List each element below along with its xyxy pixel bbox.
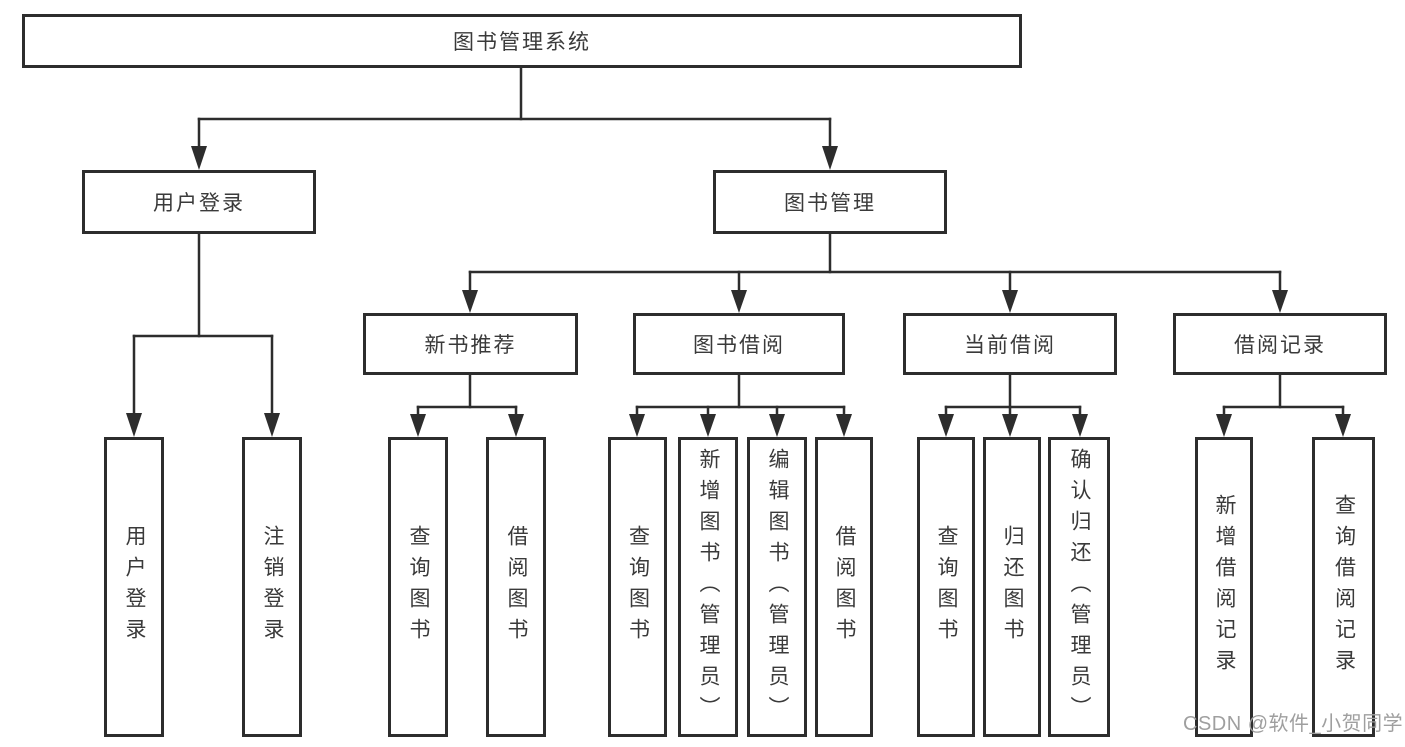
node-label: 新书推荐 [424, 334, 517, 357]
node-new-book-recommend: 新书推荐 [363, 313, 578, 375]
node-user-login: 用户登录 [82, 170, 316, 234]
node-label: 查询图书 [407, 525, 430, 649]
node-label: 新增图书（管理员） [697, 447, 720, 727]
leaf-return-books: 归还图书 [983, 437, 1041, 737]
leaf-borrow-books: 借阅图书 [815, 437, 873, 737]
leaf-borrow-books-recommend: 借阅图书 [486, 437, 546, 737]
leaf-query-books-borrow: 查询图书 [608, 437, 667, 737]
leaf-edit-books-admin: 编辑图书（管理员） [747, 437, 807, 737]
node-label: 归还图书 [1001, 525, 1024, 649]
leaf-confirm-return-admin: 确认归还（管理员） [1048, 437, 1110, 737]
node-label: 图书管理 [784, 192, 876, 215]
leaf-user-login: 用户登录 [104, 437, 164, 737]
node-book-borrow: 图书借阅 [633, 313, 845, 375]
node-book-management: 图书管理 [713, 170, 947, 234]
leaf-query-books-recommend: 查询图书 [388, 437, 448, 737]
node-label: 查询借阅记录 [1332, 494, 1356, 680]
node-label: 图书管理系统 [453, 31, 591, 54]
leaf-query-borrow-record: 查询借阅记录 [1312, 437, 1375, 737]
node-label: 借阅图书 [833, 525, 856, 649]
node-label: 当前借阅 [964, 334, 1056, 357]
node-library-system-root: 图书管理系统 [22, 14, 1022, 68]
node-label: 借阅图书 [505, 525, 528, 649]
node-label: 注销登录 [261, 525, 284, 649]
node-label: 编辑图书（管理员） [766, 447, 789, 727]
leaf-add-books-admin: 新增图书（管理员） [678, 437, 738, 737]
leaf-query-books-current: 查询图书 [917, 437, 975, 737]
node-current-borrow: 当前借阅 [903, 313, 1117, 375]
node-label: 查询图书 [935, 525, 958, 649]
node-label: 确认归还（管理员） [1068, 447, 1091, 727]
node-label: 借阅记录 [1234, 334, 1326, 357]
node-borrow-records: 借阅记录 [1173, 313, 1387, 375]
node-label: 新增借阅记录 [1213, 494, 1236, 680]
node-label: 查询图书 [626, 525, 650, 649]
csdn-watermark: CSDN @软件_小贺同学 [1183, 713, 1404, 735]
leaf-add-borrow-record: 新增借阅记录 [1195, 437, 1253, 737]
leaf-logout: 注销登录 [242, 437, 302, 737]
node-label: 用户登录 [123, 525, 146, 649]
node-label: 图书借阅 [693, 334, 785, 357]
node-label: 用户登录 [153, 192, 245, 215]
